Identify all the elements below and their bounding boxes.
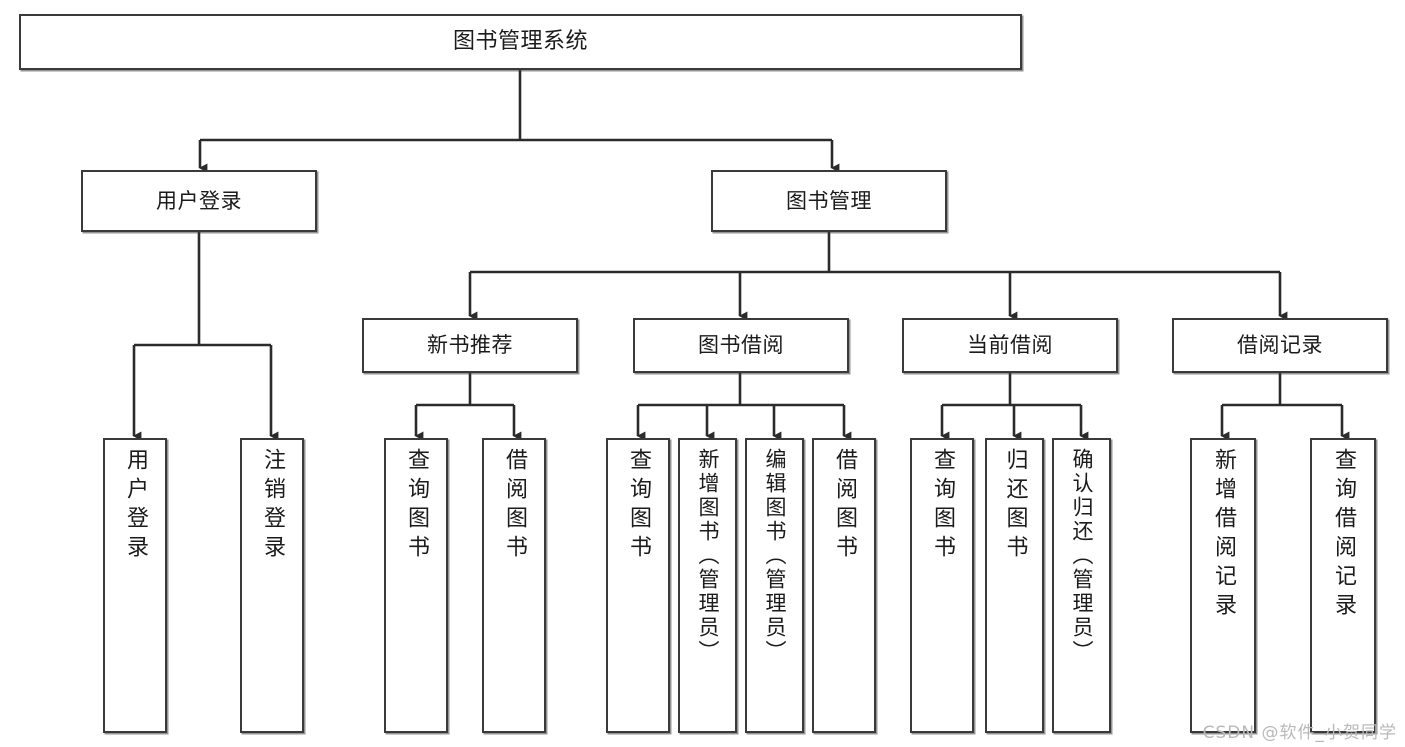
node-leaf-add-borrow-record[interactable]: 新增借阅记录 xyxy=(1190,438,1256,733)
node-leaf-add-borrow-record-label: 新增借阅记录 xyxy=(1211,448,1236,622)
node-leaf-edit-book-admin-label: 编辑图书（管理员） xyxy=(763,448,787,664)
node-leaf-query-book-borrow-label: 查询图书 xyxy=(626,448,651,564)
node-book-borrow-label: 图书借阅 xyxy=(698,333,784,358)
node-leaf-query-book-rec[interactable]: 查询图书 xyxy=(384,438,448,733)
node-leaf-return-book[interactable]: 归还图书 xyxy=(985,438,1044,733)
node-current-borrow-label: 当前借阅 xyxy=(967,333,1053,358)
node-book-borrow[interactable]: 图书借阅 xyxy=(633,318,849,373)
node-leaf-query-book-borrow[interactable]: 查询图书 xyxy=(606,438,670,733)
node-user-login-label: 用户登录 xyxy=(156,188,242,213)
node-leaf-query-borrow-record[interactable]: 查询借阅记录 xyxy=(1310,438,1376,733)
csdn-watermark: CSDN @软件_小贺同学 xyxy=(1202,723,1397,743)
node-leaf-user-login[interactable]: 用户登录 xyxy=(103,438,167,733)
node-leaf-add-book-admin[interactable]: 新增图书（管理员） xyxy=(678,438,737,733)
node-leaf-borrow-book-rec[interactable]: 借阅图书 xyxy=(482,438,546,733)
node-leaf-query-book-rec-label: 查询图书 xyxy=(404,448,429,564)
node-leaf-borrow-book-rec-label: 借阅图书 xyxy=(502,448,527,564)
node-current-borrow[interactable]: 当前借阅 xyxy=(902,318,1118,373)
node-borrow-record-label: 借阅记录 xyxy=(1237,333,1323,358)
node-borrow-record[interactable]: 借阅记录 xyxy=(1172,318,1388,373)
node-root-label: 图书管理系统 xyxy=(452,29,588,55)
node-leaf-user-logout[interactable]: 注销登录 xyxy=(240,438,304,733)
node-new-book-rec[interactable]: 新书推荐 xyxy=(362,318,578,373)
node-leaf-add-book-admin-label: 新增图书（管理员） xyxy=(696,448,720,664)
node-leaf-borrow-book-label: 借阅图书 xyxy=(832,448,857,564)
node-new-book-rec-label: 新书推荐 xyxy=(427,333,513,358)
node-leaf-query-book-current-label: 查询图书 xyxy=(930,448,955,564)
node-book-manage-label: 图书管理 xyxy=(786,188,872,213)
node-leaf-query-borrow-record-label: 查询借阅记录 xyxy=(1331,448,1356,622)
node-user-login[interactable]: 用户登录 xyxy=(81,170,317,232)
node-leaf-edit-book-admin[interactable]: 编辑图书（管理员） xyxy=(745,438,804,733)
node-leaf-user-login-label: 用户登录 xyxy=(123,448,148,564)
node-leaf-confirm-return-admin-label: 确认归还（管理员） xyxy=(1070,448,1094,664)
node-leaf-query-book-current[interactable]: 查询图书 xyxy=(910,438,974,733)
node-leaf-borrow-book[interactable]: 借阅图书 xyxy=(812,438,876,733)
node-book-manage[interactable]: 图书管理 xyxy=(711,170,947,232)
node-leaf-user-logout-label: 注销登录 xyxy=(260,448,285,564)
node-leaf-return-book-label: 归还图书 xyxy=(1002,448,1028,564)
node-leaf-confirm-return-admin[interactable]: 确认归还（管理员） xyxy=(1052,438,1111,733)
node-root[interactable]: 图书管理系统 xyxy=(19,14,1022,70)
